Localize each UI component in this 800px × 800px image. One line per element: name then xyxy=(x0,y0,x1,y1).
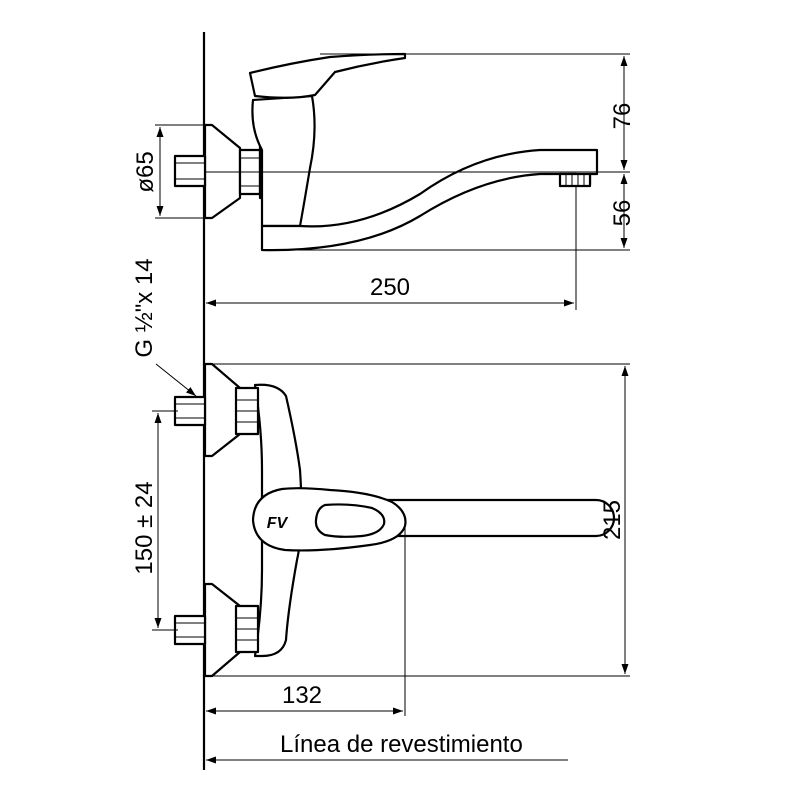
front-spout xyxy=(378,498,616,538)
dim-132-label: 132 xyxy=(282,682,322,709)
front-lever-slot xyxy=(314,503,386,538)
front-view: FV xyxy=(173,362,616,678)
side-view xyxy=(173,52,630,252)
side-spout xyxy=(260,148,599,252)
caption-group: Línea de revestimiento xyxy=(206,731,568,764)
side-aerator xyxy=(558,172,592,188)
side-mixer-body xyxy=(251,94,316,228)
dim-150: 150 ± 24 xyxy=(131,413,162,628)
dim-76: 76 xyxy=(609,56,636,170)
dim-215-label: 215 xyxy=(599,500,626,540)
dim-56-label: 56 xyxy=(609,200,636,227)
thread-label: G ½"x 14 xyxy=(131,258,158,357)
front-escutcheon-bottom xyxy=(203,582,242,678)
side-extension-lines xyxy=(155,53,630,310)
dim-56: 56 xyxy=(609,174,636,248)
front-extension-lines xyxy=(152,363,630,716)
dim-132: 132 xyxy=(206,682,403,715)
dim-250-label: 250 xyxy=(370,274,410,301)
side-inlet-stub xyxy=(173,154,207,188)
dim-150-label: 150 ± 24 xyxy=(131,481,158,574)
dim-76-label: 76 xyxy=(609,103,636,130)
brand-logo: FV xyxy=(267,515,289,532)
dim-ø65: ø65 xyxy=(132,127,164,216)
dim-215: 215 xyxy=(599,366,629,674)
front-escutcheon-top xyxy=(203,362,242,458)
thread-callout: G ½"x 14 xyxy=(131,258,197,397)
dim-ø65-label: ø65 xyxy=(132,151,159,192)
dim-250: 250 xyxy=(206,274,574,307)
caption-label: Línea de revestimiento xyxy=(280,731,523,758)
side-lever-handle xyxy=(248,52,407,99)
front-inlet-stub-top xyxy=(173,395,207,427)
front-inlet-stub-bottom xyxy=(173,614,207,646)
